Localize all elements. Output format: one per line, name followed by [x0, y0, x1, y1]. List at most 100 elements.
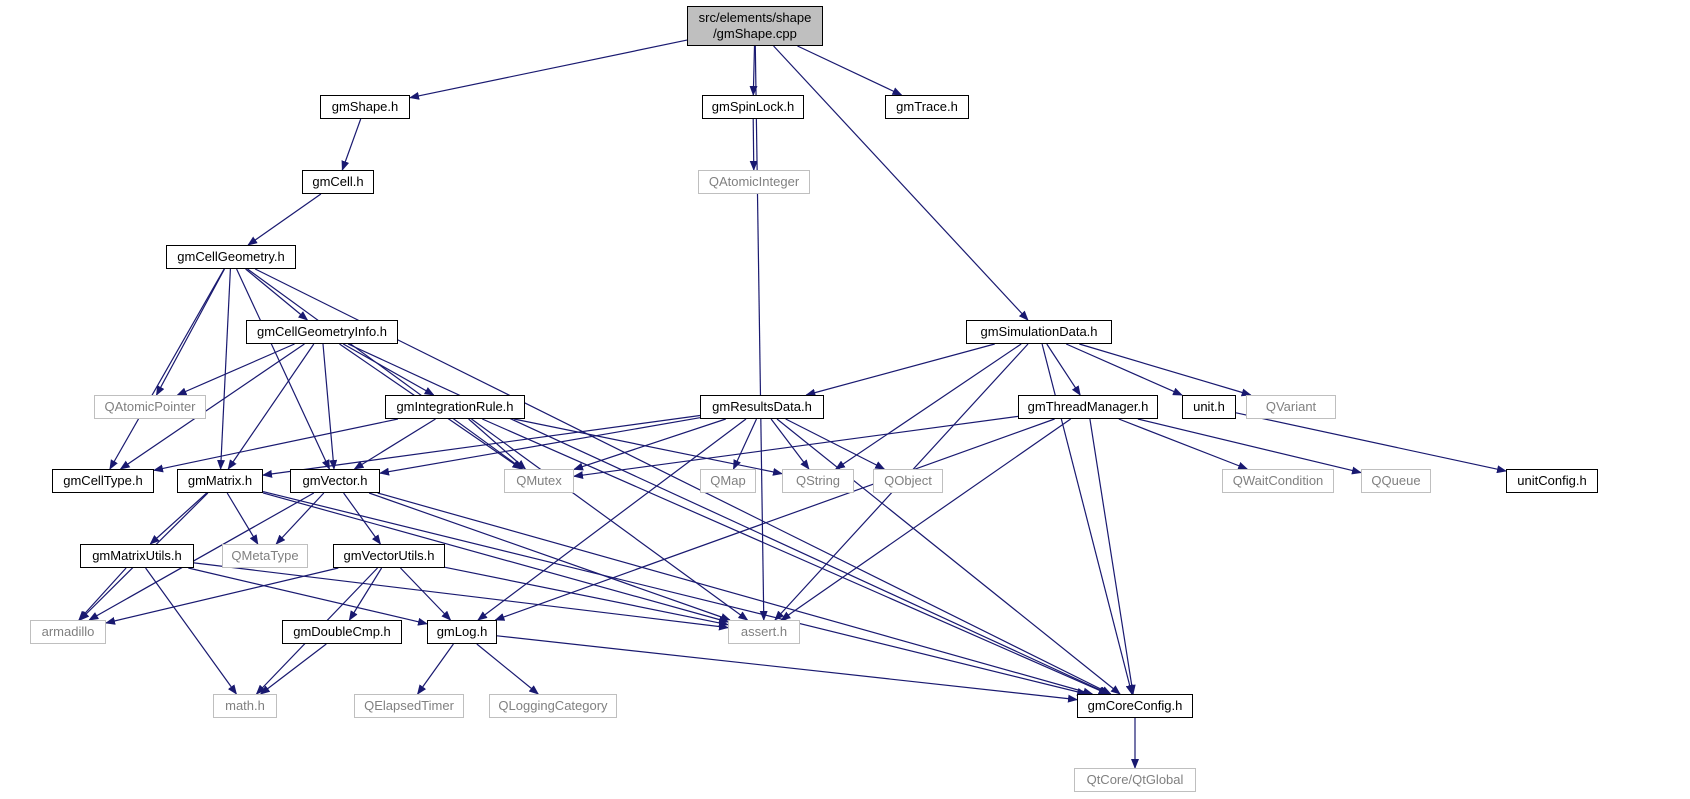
edge-gmcellgeometry-h-to-gmvector-h: [236, 268, 330, 470]
node-qloggingcategory: QLoggingCategory: [489, 694, 617, 718]
node-assert-h: assert.h: [728, 620, 800, 644]
node-label: unitConfig.h: [1517, 473, 1587, 488]
node-armadillo: armadillo: [30, 620, 106, 644]
node-gmthreadmanager-h[interactable]: gmThreadManager.h: [1018, 395, 1158, 419]
edge-gmspinlock-h-to-qatomicinteger: [749, 118, 758, 171]
edge-gmshape-cpp-to-gmspinlock-h: [749, 45, 758, 96]
edge-gmcellgeometry-h-to-gmmatrix-h: [217, 268, 231, 470]
edge-gmcellgeometryinfo-h-to-gmmatrix-h: [227, 343, 315, 470]
node-label: QQueue: [1371, 473, 1421, 488]
node-gmmatrix-h[interactable]: gmMatrix.h: [177, 469, 263, 493]
node-qmap: QMap: [700, 469, 756, 493]
node-label: gmMatrix.h: [187, 473, 253, 488]
node-label: QString: [795, 473, 841, 488]
edge-gmcell-h-to-gmcellgeometry-h: [247, 193, 322, 246]
node-label: armadillo: [41, 624, 95, 639]
node-unitconfig-h[interactable]: unitConfig.h: [1506, 469, 1598, 493]
edge-gmcellgeometry-h-to-qmutex: [247, 268, 524, 470]
edge-gmvectorutils-h-to-assert-h: [444, 566, 729, 627]
edge-gmthreadmanager-h-to-qmutex: [573, 415, 1019, 480]
node-qstring: QString: [782, 469, 854, 493]
node-qobject: QObject: [873, 469, 943, 493]
node-gmspinlock-h[interactable]: gmSpinLock.h: [702, 95, 804, 119]
edge-gmvector-h-to-qmetatype: [275, 492, 325, 545]
edge-gmmatrix-h-to-gmcoreconfig-h: [262, 491, 1088, 696]
node-math-h: math.h: [213, 694, 277, 718]
edge-gmshape-cpp-to-gmshape-h: [409, 39, 688, 100]
edge-gmshape-h-to-gmcell-h: [341, 118, 362, 171]
edge-gmvectorutils-h-to-gmdoublecmp-h: [348, 567, 383, 621]
node-gmcellgeometryinfo-h[interactable]: gmCellGeometryInfo.h: [246, 320, 398, 344]
node-gmlog-h[interactable]: gmLog.h: [427, 620, 497, 644]
edge-gmcellgeometryinfo-h-to-gmvector-h: [322, 343, 338, 470]
edge-gmthreadmanager-h-to-assert-h: [780, 418, 1072, 621]
edge-gmcellgeometryinfo-h-to-gmcelltype-h: [119, 343, 305, 470]
node-gmsimulationdata-h[interactable]: gmSimulationData.h: [966, 320, 1112, 344]
edge-gmthreadmanager-h-to-qwaitcondition: [1118, 418, 1249, 470]
node-gmvectorutils-h[interactable]: gmVectorUtils.h: [333, 544, 445, 568]
node-label: QMap: [710, 473, 746, 488]
node-gmintegrationrule-h[interactable]: gmIntegrationRule.h: [385, 395, 525, 419]
edge-gmsimulationdata-h-to-unit-h: [1065, 343, 1183, 396]
node-label: gmCellGeometryInfo.h: [256, 324, 388, 339]
node-gmcelltype-h[interactable]: gmCellType.h: [52, 469, 154, 493]
edge-gmdoublecmp-h-to-math-h: [259, 643, 327, 695]
node-label: QObject: [884, 473, 932, 488]
node-gmtrace-h[interactable]: gmTrace.h: [885, 95, 969, 119]
node-label: src/elements/shape /gmShape.cpp: [698, 10, 812, 41]
edge-gmmatrixutils-h-to-assert-h: [193, 562, 729, 631]
edge-gmcellgeometry-h-to-gmcellgeometryinfo-h: [245, 268, 309, 321]
node-gmshape-cpp[interactable]: src/elements/shape /gmShape.cpp: [687, 6, 823, 46]
edge-gmresultsdata-h-to-gmmatrix-h: [262, 414, 701, 478]
edge-gmvectorutils-h-to-gmlog-h: [400, 567, 452, 621]
node-label: QLoggingCategory: [498, 698, 608, 713]
node-label: gmSpinLock.h: [711, 99, 795, 114]
edge-gmshape-cpp-to-gmtrace-h: [797, 45, 903, 96]
edge-gmsimulationdata-h-to-gmthreadmanager-h: [1046, 343, 1081, 396]
node-label: gmTrace.h: [896, 99, 958, 114]
node-label: gmDoubleCmp.h: [293, 624, 391, 639]
edge-gmcellgeometry-h-to-gmcelltype-h: [109, 268, 225, 470]
edge-gmthreadmanager-h-to-gmlog-h: [494, 418, 1055, 621]
node-gmresultsdata-h[interactable]: gmResultsData.h: [700, 395, 824, 419]
node-label: gmShape.h: [331, 99, 399, 114]
edge-gmresultsdata-h-to-qstring: [770, 418, 810, 470]
edge-gmthreadmanager-h-to-qqueue: [1137, 418, 1362, 475]
edge-gmmatrixutils-h-to-gmlog-h: [188, 567, 428, 626]
node-gmdoublecmp-h[interactable]: gmDoubleCmp.h: [282, 620, 402, 644]
node-gmmatrixutils-h[interactable]: gmMatrixUtils.h: [80, 544, 194, 568]
node-qelapsedtimer: QElapsedTimer: [354, 694, 464, 718]
edge-gmintegrationrule-h-to-qmutex: [468, 418, 527, 470]
edge-gmintegrationrule-h-to-gmcelltype-h: [153, 418, 399, 473]
edge-gmresultsdata-h-to-qmutex: [573, 418, 726, 471]
edge-gmmatrixutils-h-to-math-h: [145, 567, 237, 695]
node-label: gmCellGeometry.h: [177, 249, 285, 264]
edge-gmlog-h-to-qloggingcategory: [476, 643, 539, 695]
node-gmcell-h[interactable]: gmCell.h: [302, 170, 374, 194]
node-gmcellgeometry-h[interactable]: gmCellGeometry.h: [166, 245, 296, 269]
node-qmutex: QMutex: [504, 469, 574, 493]
node-label: gmMatrixUtils.h: [92, 548, 182, 563]
edge-gmintegrationrule-h-to-gmcoreconfig-h: [482, 418, 1109, 695]
edge-gmintegrationrule-h-to-assert-h: [471, 418, 749, 621]
node-gmcoreconfig-h[interactable]: gmCoreConfig.h: [1077, 694, 1193, 718]
edge-gmvector-h-to-gmcoreconfig-h: [377, 492, 1094, 696]
edge-gmresultsdata-h-to-gmlog-h: [477, 418, 747, 621]
node-label: gmThreadManager.h: [1027, 399, 1149, 414]
edge-gmvector-h-to-assert-h: [368, 492, 731, 621]
node-label: gmResultsData.h: [712, 399, 812, 414]
node-qvariant: QVariant: [1246, 395, 1336, 419]
node-qtcore-qtglobal: QtCore/QtGlobal: [1074, 768, 1196, 792]
node-label: gmLog.h: [436, 624, 488, 639]
edge-gmsimulationdata-h-to-gmresultsdata-h: [805, 343, 995, 397]
edge-gmmatrix-h-to-gmmatrixutils-h: [149, 492, 208, 545]
node-unit-h[interactable]: unit.h: [1182, 395, 1236, 419]
node-gmvector-h[interactable]: gmVector.h: [290, 469, 380, 493]
edge-gmcellgeometry-h-to-qatomicpointer: [155, 268, 226, 396]
edge-gmlog-h-to-qelapsedtimer: [417, 643, 454, 695]
node-label: QMutex: [516, 473, 562, 488]
node-label: assert.h: [740, 624, 788, 639]
node-gmshape-h[interactable]: gmShape.h: [320, 95, 410, 119]
